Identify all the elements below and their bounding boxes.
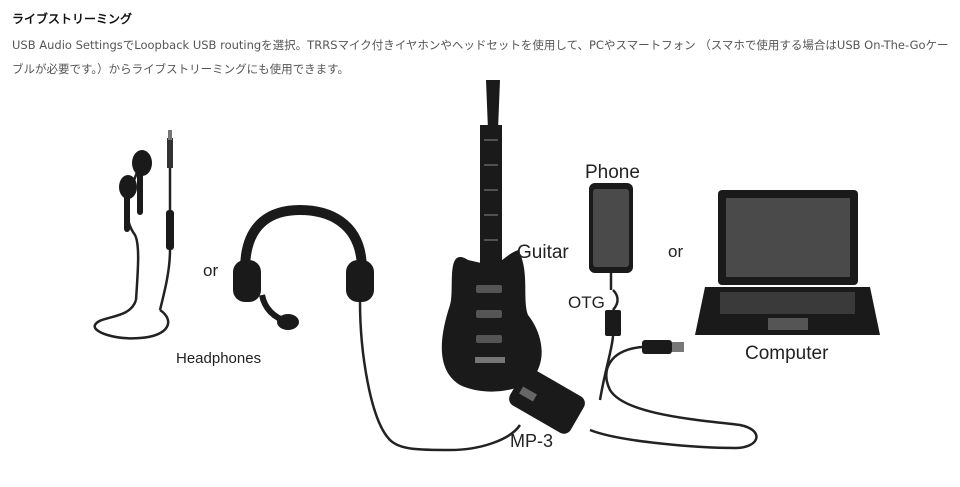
or-label-right: or: [668, 242, 683, 261]
mp3-device-illustration: [509, 368, 585, 434]
section-title: ライブストリーミング: [12, 12, 133, 26]
phone-illustration: [589, 183, 633, 336]
phone-label: Phone: [585, 162, 640, 183]
otg-label: OTG: [568, 293, 605, 312]
or-label-left: or: [203, 261, 218, 280]
section-description: USB Audio SettingsでLoopback USB routingを…: [12, 33, 957, 81]
laptop-illustration: [695, 190, 880, 335]
live-streaming-diagram: or Headphones Guitar MP-3 Phone: [93, 80, 880, 452]
computer-label: Computer: [745, 343, 829, 364]
usb-cable-illustration: [589, 335, 758, 450]
headset-illustration: [233, 204, 522, 452]
mp3-label: MP-3: [510, 431, 553, 451]
headphones-label: Headphones: [176, 350, 261, 367]
earphones-illustration: [93, 130, 174, 340]
guitar-illustration: [441, 80, 542, 392]
description-line-2: ブルが必要です。）からライブストリーミングにも使用できます。: [12, 62, 349, 76]
description-line-1: USB Audio SettingsでLoopback USB routingを…: [12, 38, 949, 52]
guitar-label: Guitar: [517, 242, 569, 263]
